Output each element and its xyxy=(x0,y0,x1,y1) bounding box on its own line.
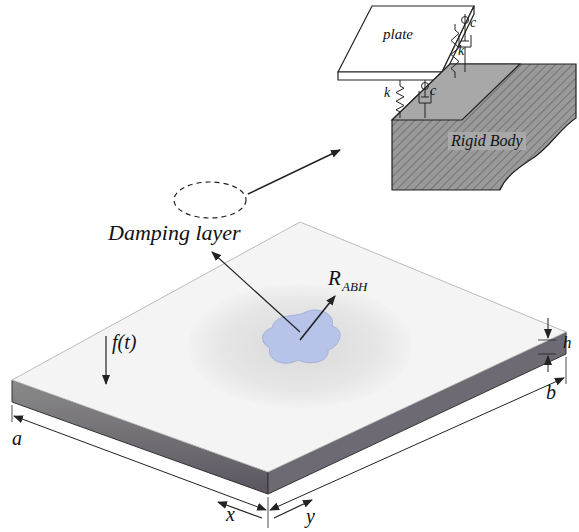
damper-symbol xyxy=(459,14,471,72)
axis-label: y xyxy=(306,506,315,526)
damper-joint xyxy=(462,17,469,24)
inset-part-label: Rigid Body xyxy=(448,132,526,150)
damper-joint xyxy=(422,83,429,90)
callout-label: Damping layer xyxy=(108,222,241,244)
stiffness-label: k xyxy=(384,86,390,100)
axis-label: x xyxy=(226,504,235,524)
spring-symbol xyxy=(451,24,459,78)
spring-symbol xyxy=(396,80,404,118)
dimension-label: h xyxy=(563,334,572,351)
stiffness-label: k xyxy=(458,44,464,58)
radius-label: R xyxy=(328,268,341,289)
damper-symbol xyxy=(419,80,431,118)
dimension-label: b xyxy=(546,382,556,402)
dimension-label: a xyxy=(12,428,22,448)
damping-label: c xyxy=(430,84,436,98)
force-label: f(t) xyxy=(112,332,136,352)
radius-subscript: ABH xyxy=(342,280,367,293)
damping-label: c xyxy=(470,16,476,30)
inset-part-label: plate xyxy=(383,27,413,42)
